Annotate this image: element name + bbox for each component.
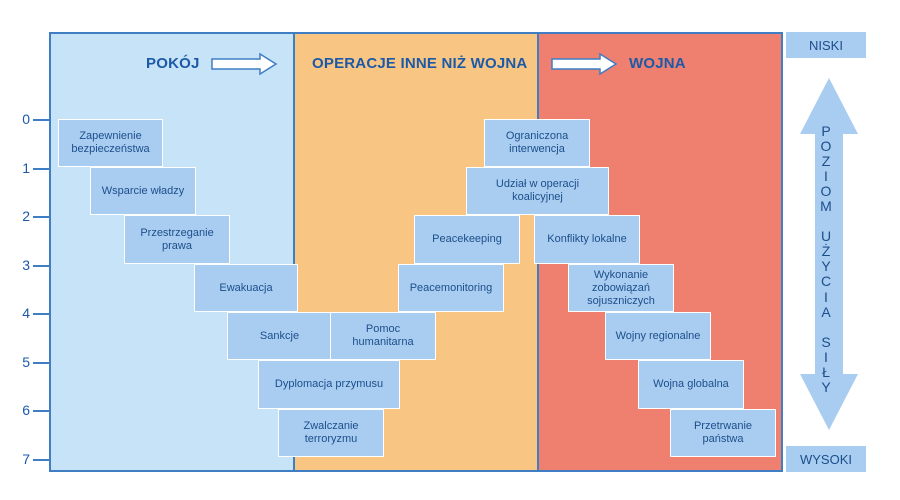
scale-vertical-char: Ł [822,363,830,380]
y-tick-label: 4 [22,305,30,321]
box-ewakuacja: Ewakuacja [194,264,298,312]
y-tick-label: 6 [22,402,30,418]
peace-arrow-icon [211,52,278,76]
scale-vertical-char [824,214,828,228]
scale-vertical-char: Ż [821,243,831,260]
y-tick [33,362,49,364]
scale-vertical-char: M [820,198,832,215]
scale-vertical-char: I [824,168,828,185]
war-title: WOJNA [629,55,686,72]
box-zapewnienie-bezpieczenstwa: Zapewnienie bezpieczeństwa [58,119,163,167]
scale-vertical-char: P [821,123,831,139]
y-tick-label: 3 [22,257,30,273]
box-konflikty-lokalne: Konflikty lokalne [534,215,640,264]
scale-vertical-char: Y [821,378,831,395]
y-tick-label: 7 [22,451,30,467]
box-wykonanie-zobowiazan-sojuszniczych: Wykonanie zobowiązań sojuszniczych [568,264,674,312]
box-udzial-w-operacji-koalicyjnej: Udział w operacji koalicyjnej [466,167,609,215]
scale-vertical-char: O [820,183,832,200]
y-tick-label: 1 [22,160,30,176]
peace-title: POKÓJ [146,55,200,72]
y-tick [33,459,49,461]
y-tick [33,265,49,267]
y-tick [33,216,49,218]
scale-vertical-char [824,320,828,334]
ootw-title: OPERACJE INNE NIŻ WOJNA [312,55,528,72]
scale-vertical-char: Z [821,153,831,170]
scale-vertical-char: A [821,303,831,320]
box-dyplomacja-przymusu: Dyplomacja przymusu [258,360,400,409]
scale-vertical-char: O [820,138,832,155]
box-przetrwanie-panstwa: Przetrwanie państwa [670,409,776,457]
box-pomoc-humanitarna: Pomoc humanitarna [330,312,436,360]
box-wsparcie-wladzy: Wsparcie władzy [90,167,196,215]
y-tick [33,410,49,412]
scale-high-label: WYSOKI [786,446,866,472]
y-tick [33,313,49,315]
y-tick-label: 2 [22,208,30,224]
box-przestrzeganie-prawa: Przestrzeganie prawa [124,215,230,264]
box-zwalczanie-terroryzmu: Zwalczanie terroryzmu [278,409,384,457]
scale-vertical-char: C [820,273,832,290]
scale-vertical-char: Y [821,258,831,275]
scale-low-label: NISKI [786,32,866,58]
box-wojny-regionalne: Wojny regionalne [605,312,711,360]
y-tick [33,168,49,170]
box-ograniczona-interwencja: Ograniczona interwencja [484,119,590,167]
scale-vertical-char: I [824,288,828,305]
y-tick-label: 0 [22,111,30,127]
box-peacekeeping: Peacekeeping [414,215,520,264]
box-wojna-globalna: Wojna globalna [638,360,744,409]
y-tick [33,119,49,121]
y-tick-label: 5 [22,354,30,370]
war-arrow-icon [551,52,618,76]
double-arrow-icon [800,78,858,430]
box-peacemonitoring: Peacemonitoring [398,264,504,312]
box-sankcje: Sankcje [227,312,332,360]
scale-vertical-char: S [821,333,831,350]
scale-vertical-char: I [824,348,828,365]
scale-vertical-char: U [820,228,832,245]
